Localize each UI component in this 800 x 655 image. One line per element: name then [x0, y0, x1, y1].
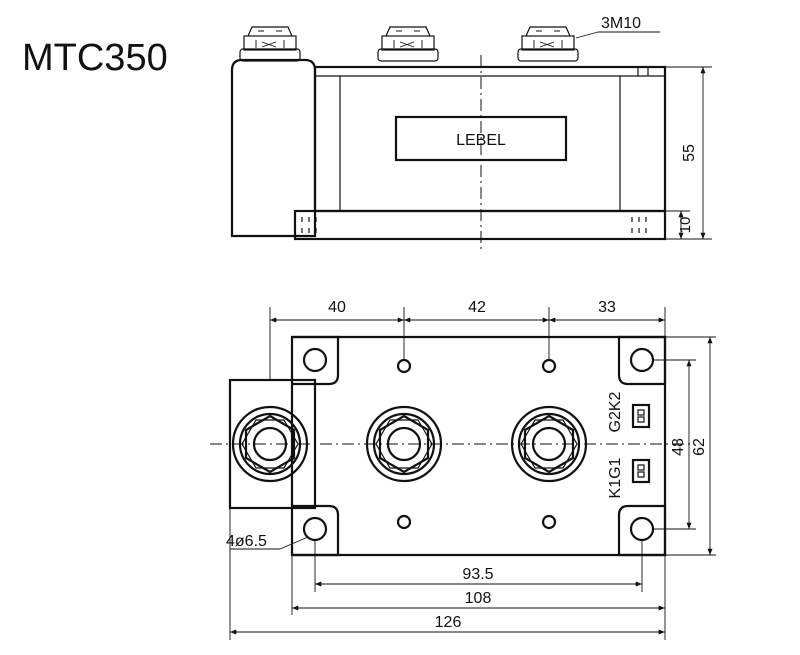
base-plate	[293, 209, 667, 241]
dim-33: 33	[598, 299, 616, 316]
connector-k1g1	[631, 458, 651, 484]
connector-g2k2	[631, 403, 651, 429]
hole-callout: 4ø6.5	[226, 533, 267, 550]
dim-62: 62	[691, 438, 708, 456]
dim-height: 55	[681, 144, 698, 162]
module-base-outline	[290, 335, 667, 557]
label-text: LEBEL	[456, 132, 506, 149]
terminal-bottom-label: K1G1	[607, 457, 624, 498]
top-view: LEBEL 3M10 55	[230, 15, 712, 250]
dim-base: 10	[677, 217, 694, 234]
screw-terminal-3	[517, 26, 579, 62]
dim-48: 48	[670, 438, 687, 456]
dim-40: 40	[328, 299, 346, 316]
screw-terminal-2	[377, 26, 439, 62]
dim-42: 42	[468, 299, 486, 316]
screw-terminal-1	[239, 26, 301, 62]
dim-108: 108	[465, 590, 492, 607]
left-end-cap	[230, 58, 317, 238]
terminal-top-label: G2K2	[607, 391, 624, 432]
dim-126: 126	[435, 614, 462, 631]
bottom-view: G2K2 K1G1 40 42 33 48 62 93.5 108 126	[210, 299, 716, 640]
model-title: MTC350	[22, 37, 168, 79]
dim-93-5: 93.5	[462, 566, 493, 583]
screw-callout: 3M10	[601, 15, 641, 32]
